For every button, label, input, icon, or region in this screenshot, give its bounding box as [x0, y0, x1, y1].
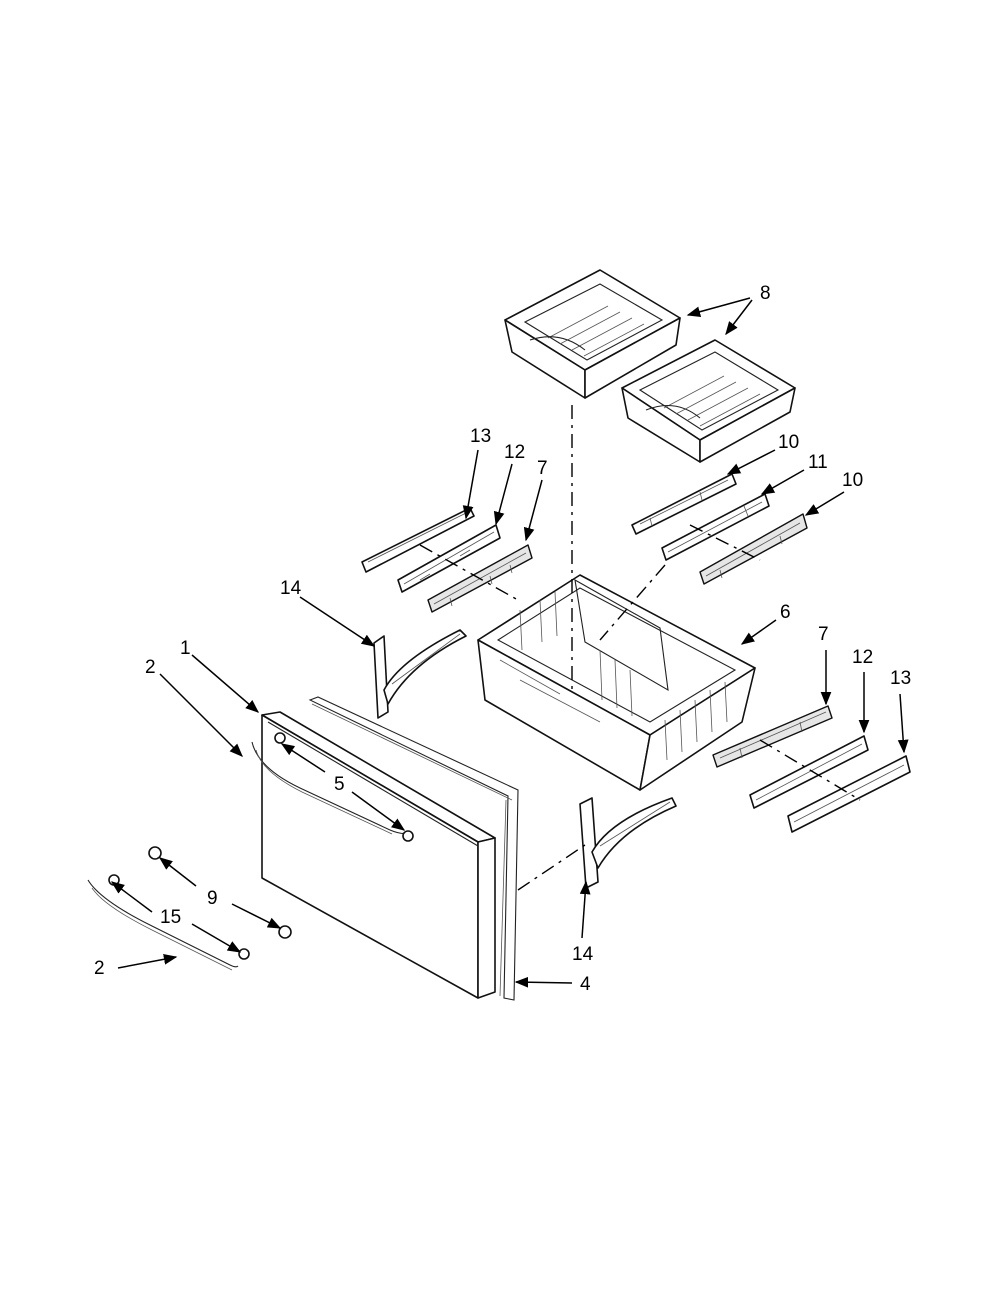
callout-14-left: 14 [280, 578, 302, 599]
slide-lower-right-10 [699, 513, 808, 585]
callout-6: 6 [780, 602, 791, 623]
bracket-right-14 [579, 797, 677, 889]
callout-12-left: 12 [504, 442, 525, 463]
slide-rail-right-13 [787, 755, 911, 833]
callout-7-right: 7 [818, 624, 829, 645]
handle-end-cap-upper [108, 846, 162, 886]
callout-7-left: 7 [537, 458, 548, 479]
callout-8: 8 [760, 283, 771, 304]
slide-rail-right-11 [661, 493, 770, 561]
crisper-tray-upper [504, 269, 681, 399]
callout-13-left: 13 [470, 426, 491, 447]
callout-12-right: 12 [852, 647, 873, 668]
callout-13-right: 13 [890, 668, 911, 689]
leader-lines [110, 297, 909, 988]
bracket-left-14 [373, 629, 467, 719]
door-handle-mounted [251, 732, 414, 842]
crisper-tray-lower [621, 339, 796, 463]
callout-5: 5 [334, 774, 345, 795]
callout-10-top: 10 [778, 432, 799, 453]
slide-cover-left-12 [397, 524, 501, 593]
callout-1: 1 [180, 638, 191, 659]
callout-2-bottom: 2 [94, 958, 105, 979]
slide-cover-right-12 [749, 735, 869, 809]
slide-rail-left-13 [361, 507, 475, 573]
slide-top-right-10 [631, 473, 737, 535]
slide-right-7 [712, 705, 833, 768]
callout-15: 15 [160, 907, 181, 928]
freezer-door [261, 711, 496, 999]
callout-11: 11 [808, 452, 828, 473]
callout-4: 4 [580, 974, 591, 995]
callout-9: 9 [207, 888, 218, 909]
door-handle-loose [87, 879, 239, 971]
callout-10-right: 10 [842, 470, 863, 491]
alignment-lines [419, 405, 861, 891]
callout-2-top: 2 [145, 657, 156, 678]
callout-14-bottom: 14 [572, 944, 594, 965]
callout-labels: 8 13 12 7 10 11 10 14 6 7 12 13 1 2 5 9 … [94, 283, 911, 995]
freezer-basket [477, 574, 756, 791]
door-gasket [308, 696, 519, 1001]
handle-end-cap-lower [238, 925, 292, 960]
